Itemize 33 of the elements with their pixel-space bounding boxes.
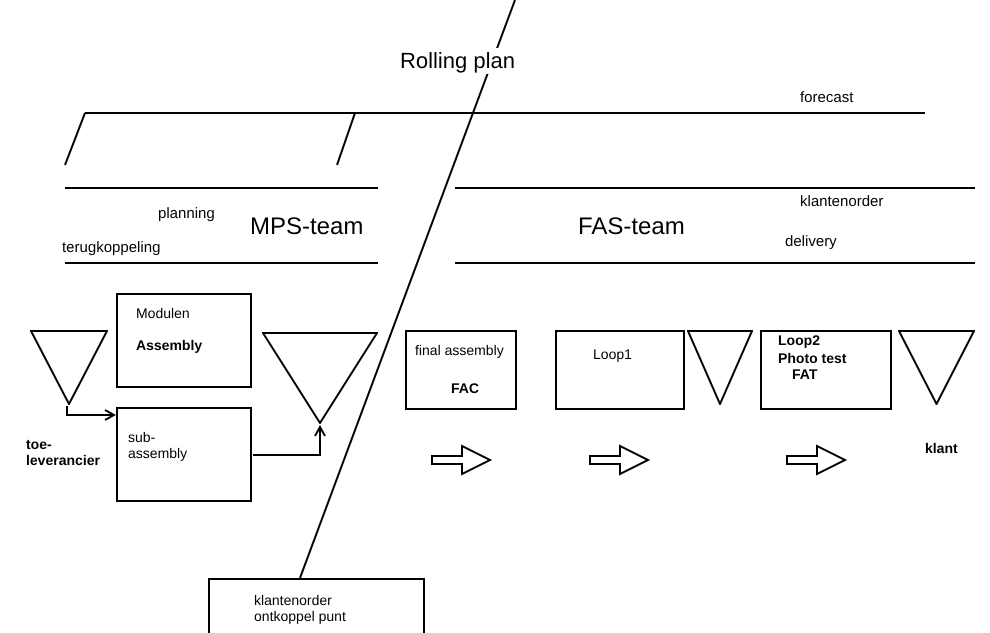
band-label: terugkoppeling	[62, 238, 160, 257]
decoupling-line	[299, 0, 516, 578]
title: Rolling plan	[400, 48, 515, 74]
box-text: final assembly	[415, 342, 505, 358]
process-box	[405, 330, 517, 410]
box-text: Assembly	[136, 337, 202, 353]
process-box	[116, 407, 252, 502]
supplier-label: toe-leverancier	[26, 436, 101, 468]
process-box	[208, 578, 425, 633]
inventory-triangle	[30, 330, 108, 405]
box-text: Loop1	[593, 346, 632, 362]
box-text: Modulen	[136, 305, 190, 321]
process-box	[555, 330, 685, 410]
band-label: delivery	[785, 232, 837, 251]
flow-arrow	[66, 406, 115, 421]
team-label: MPS-team	[250, 213, 364, 241]
box-text: FAC	[451, 380, 479, 396]
box-text: klantenorder ontkoppel punt	[254, 592, 347, 624]
flow-arrow	[253, 426, 326, 456]
box-text: Photo test	[778, 350, 846, 366]
inventory-triangle	[262, 332, 378, 424]
band-label: planning	[158, 204, 215, 223]
box-text: Loop2	[778, 332, 820, 348]
process-box	[116, 293, 252, 388]
box-text: FAT	[792, 366, 818, 382]
inventory-triangle	[898, 330, 975, 405]
box-text: sub-assembly	[128, 429, 188, 461]
process-box	[760, 330, 892, 410]
band-label: klantenorder	[800, 192, 884, 211]
band-label: forecast	[800, 88, 854, 107]
team-label: FAS-team	[578, 213, 685, 241]
node-caption: klant	[925, 440, 958, 456]
inventory-triangle	[687, 330, 753, 405]
